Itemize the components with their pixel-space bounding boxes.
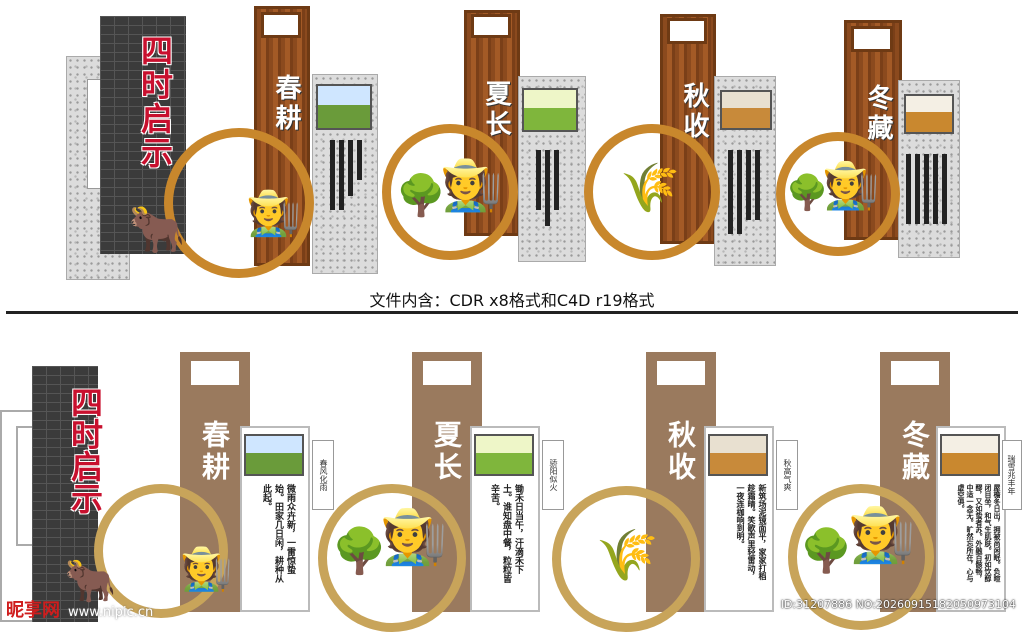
- top-harvest-icon: 🌾: [620, 160, 680, 216]
- top-farmer-icon-winter: 🧑‍🌾: [822, 158, 880, 212]
- watermark-site: 昵享网 www.nipic.cn: [6, 596, 153, 622]
- bottom-poem-autumn: 新筑场泥镜面平，家家打稻趁霜晴。笑歌声里轻雷动，一夜连枷响到明。: [736, 484, 768, 580]
- bottom-gold-ring-autumn: [552, 486, 700, 632]
- watermark-url: www.nipic.cn: [68, 605, 154, 620]
- file-format-caption: 文件内含：CDR x8格式和C4D r19格式: [369, 291, 655, 310]
- watermark-site-name: 昵享网: [6, 600, 60, 621]
- watermark-id-line: ID:31207886 NO:20260915182050973104: [780, 598, 1016, 611]
- bottom-poem-spring: 微雨众卉新，一雷惊蛰始。田家几日闲，耕种从此起。: [261, 484, 295, 583]
- bottom-farmer-hoe-icon: 🧑‍🌾: [380, 505, 448, 568]
- bottom-season-title-summer: 夏长: [430, 420, 463, 484]
- top-season-title-summer: 夏长: [481, 80, 511, 140]
- bottom-side-tag-summer: 骄阳似火: [542, 440, 564, 510]
- bottom-poem-summer: 锄禾日当午，汗滴禾下土。谁知盘中餐，粒粒皆辛苦。: [489, 484, 523, 583]
- bottom-brick-wall: [32, 366, 98, 622]
- bottom-side-tag-spring: 春风化雨: [312, 440, 334, 510]
- bottom-photo-spring: [244, 434, 304, 476]
- bottom-tree-icon-winter: 🌳: [800, 526, 853, 575]
- bottom-ox-icon: 🐂: [64, 556, 117, 605]
- bottom-season-title-spring: 春耕: [198, 420, 231, 484]
- bottom-farmer-icon-winter: 🧑‍🌾: [848, 503, 916, 566]
- top-gold-ring-summer: [382, 124, 518, 260]
- top-gold-ring-winter: [776, 132, 900, 256]
- bottom-poem-winter: 屋檐冬日出，拥被尚闲眠。负暄闭目坐，和气生肌肤。初如饮醇醪，又如蛰者苏。外融百骸…: [957, 484, 1002, 582]
- bottom-farmer-plough-icon: 🧑‍🌾: [180, 544, 233, 593]
- bottom-side-tag-winter: 瑞雪兆丰年: [1002, 440, 1022, 510]
- top-farmer-plough-icon: 🧑‍🌾: [246, 188, 301, 239]
- bottom-season-title-winter: 冬藏: [898, 420, 931, 484]
- top-gold-ring-spring: [164, 128, 314, 278]
- bottom-photo-summer: [474, 434, 534, 476]
- top-poem-bars-winter: [906, 154, 951, 224]
- bottom-season-title-autumn: 秋收: [664, 420, 697, 484]
- bottom-tree-icon-summer: 🌳: [332, 526, 387, 577]
- top-main-title: 四时启示: [136, 34, 174, 170]
- top-poem-bars-summer: [536, 150, 563, 226]
- top-season-title-spring: 春耕: [271, 74, 301, 134]
- bottom-photo-winter: [940, 434, 1000, 476]
- bottom-photo-autumn: [708, 434, 768, 476]
- top-photo-spring: [316, 84, 372, 130]
- top-poem-bars-autumn: [728, 150, 764, 234]
- top-poem-bars-spring: [330, 140, 366, 210]
- bottom-gold-ring-winter: [788, 484, 934, 630]
- bottom-gold-ring-spring: [94, 484, 228, 618]
- top-ox-icon: 🐂: [128, 202, 186, 256]
- top-tree-icon-winter: 🌳: [786, 173, 829, 213]
- top-photo-autumn: [720, 90, 772, 130]
- top-tree-icon-summer: 🌳: [396, 173, 446, 219]
- top-farmer-hoe-icon: 🧑‍🌾: [440, 156, 503, 214]
- top-photo-winter: [904, 94, 954, 134]
- bottom-main-title: 四时启示: [66, 386, 104, 514]
- section-divider: [6, 311, 1018, 314]
- bottom-harvest-icon: 🌾: [596, 526, 659, 584]
- top-photo-summer: [522, 88, 578, 132]
- bottom-gold-ring-summer: [318, 484, 466, 632]
- bottom-side-tag-autumn: 秋高气爽: [776, 440, 798, 510]
- top-gold-ring-autumn: [584, 124, 720, 260]
- top-season-title-winter: 冬藏: [863, 84, 893, 144]
